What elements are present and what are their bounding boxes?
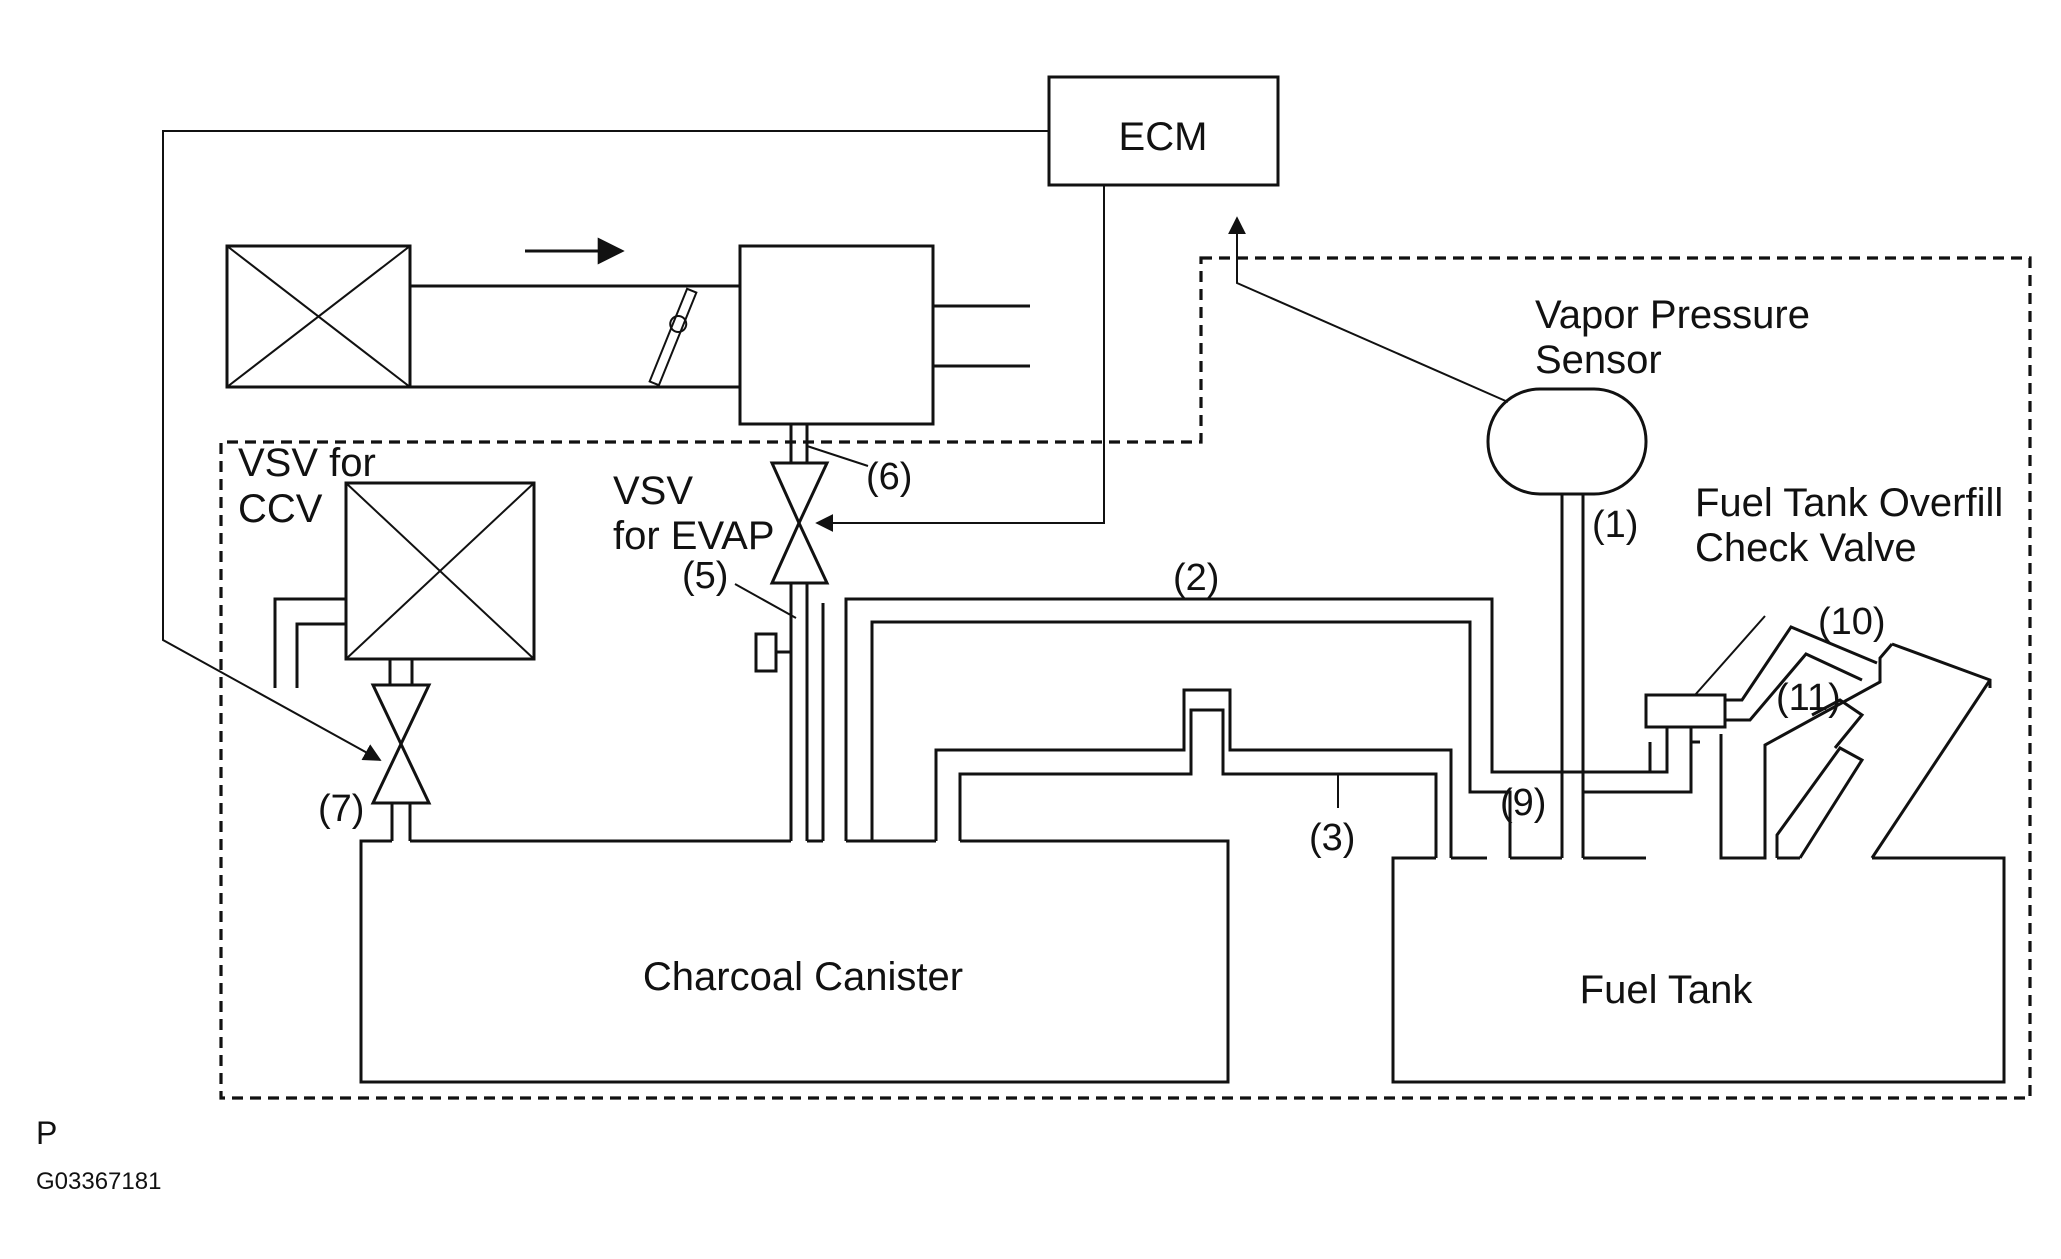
callout-6: (6) xyxy=(866,456,912,498)
callout-7: (7) xyxy=(318,788,364,830)
sensor-to-ecm-line xyxy=(1228,216,1509,403)
evap-system-boundary xyxy=(219,256,2032,1100)
leader-c5 xyxy=(734,583,797,619)
ecm-to-vsv-evap-line xyxy=(815,185,1105,532)
fuel-tank-overfill-check-valve xyxy=(1644,615,1878,792)
vapor-pressure-sensor-label-2: Sensor xyxy=(1535,338,1662,382)
charcoal-canister: Charcoal Canister xyxy=(359,839,1230,1084)
callout-5: (5) xyxy=(682,555,728,597)
vsv-evap-label-2: for EVAP xyxy=(613,514,775,558)
callout-3: (3) xyxy=(1309,817,1355,859)
callout-1: (1) xyxy=(1592,504,1638,546)
air-cleaner xyxy=(225,244,412,389)
callout-9: (9) xyxy=(1500,782,1546,824)
charcoal-canister-label: Charcoal Canister xyxy=(643,955,963,999)
vapor-pressure-sensor xyxy=(1486,387,1648,858)
leader-check-valve xyxy=(1694,615,1766,696)
fuel-tank-label: Fuel Tank xyxy=(1580,968,1754,1012)
vsv-evap-label-1: VSV xyxy=(613,469,693,513)
line-3 xyxy=(934,688,1453,858)
vsv-ccv-valve xyxy=(370,683,432,805)
vapor-pressure-sensor-label-1: Vapor Pressure xyxy=(1535,293,1810,337)
intake-manifold xyxy=(738,244,1030,426)
vsv-ccv-label-2: CCV xyxy=(238,487,323,531)
callout-11: (11) xyxy=(1776,677,1841,719)
overfill-check-valve-label-2: Check Valve xyxy=(1695,526,1917,570)
fuel-filler-pipe xyxy=(1719,642,1992,860)
vsv-evap-valve xyxy=(769,461,830,585)
fuel-tank: Fuel Tank xyxy=(1391,856,2006,1084)
ccv-air-inlet xyxy=(273,597,346,688)
callout-2: (2) xyxy=(1173,557,1219,599)
ecm-label: ECM xyxy=(1119,115,1208,159)
overfill-check-valve-label-1: Fuel Tank Overfill xyxy=(1695,481,2003,525)
leader-c6 xyxy=(806,445,869,467)
throttle-valve xyxy=(648,287,698,387)
vsv-ccv-actuator xyxy=(344,481,536,661)
filler-vent-pipe xyxy=(1775,698,1865,860)
figure-id: G03367181 xyxy=(36,1168,161,1195)
view-code: P xyxy=(36,1115,57,1151)
vsv-ccv-label-1: VSV for xyxy=(238,441,376,485)
ecm-box: ECM xyxy=(1047,75,1280,187)
service-port xyxy=(754,632,791,673)
callout-10: (10) xyxy=(1818,601,1886,643)
ecm-to-vsv-ccv-line xyxy=(162,130,1049,761)
